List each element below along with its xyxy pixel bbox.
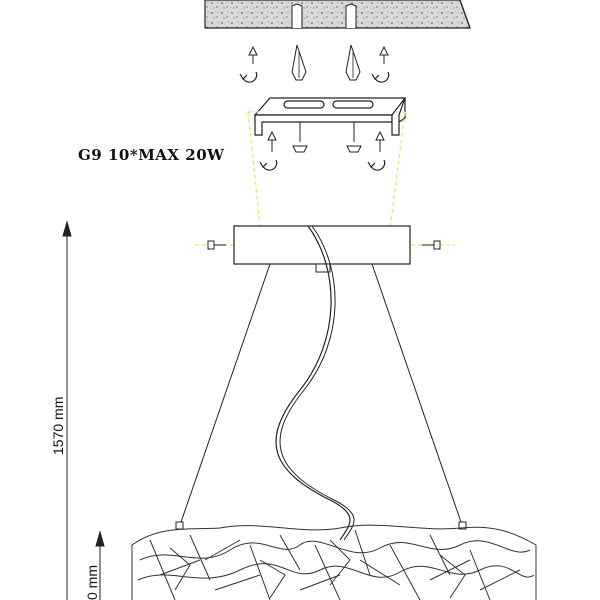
height-dimension-arrow [62, 220, 72, 600]
screw-left [292, 122, 308, 153]
ceiling-slab [204, 0, 471, 29]
up-arrow-icon [248, 45, 389, 64]
rotate-arrow-icon [239, 71, 390, 83]
diameter-dimension-arrow [95, 530, 105, 600]
side-screw-right [422, 240, 441, 250]
bulb-spec-label: G9 10*MAX 20W [78, 146, 225, 164]
mounting-bracket [253, 97, 407, 136]
height-dimension-label: 1570 mm [50, 396, 66, 455]
power-cable [275, 225, 351, 541]
lamp-shade [131, 524, 537, 600]
rotate-arrow-icon [259, 159, 386, 171]
wall-anchor-right [345, 44, 361, 81]
alignment-guide-lines [195, 111, 455, 246]
side-screw-left [207, 240, 226, 250]
up-arrow-icon [267, 130, 385, 152]
suspension-wires [179, 263, 463, 526]
canopy [233, 225, 411, 273]
diameter-dimension-label: 0 mm [84, 565, 100, 600]
wall-anchor-left [291, 44, 307, 81]
screw-right [346, 122, 362, 153]
